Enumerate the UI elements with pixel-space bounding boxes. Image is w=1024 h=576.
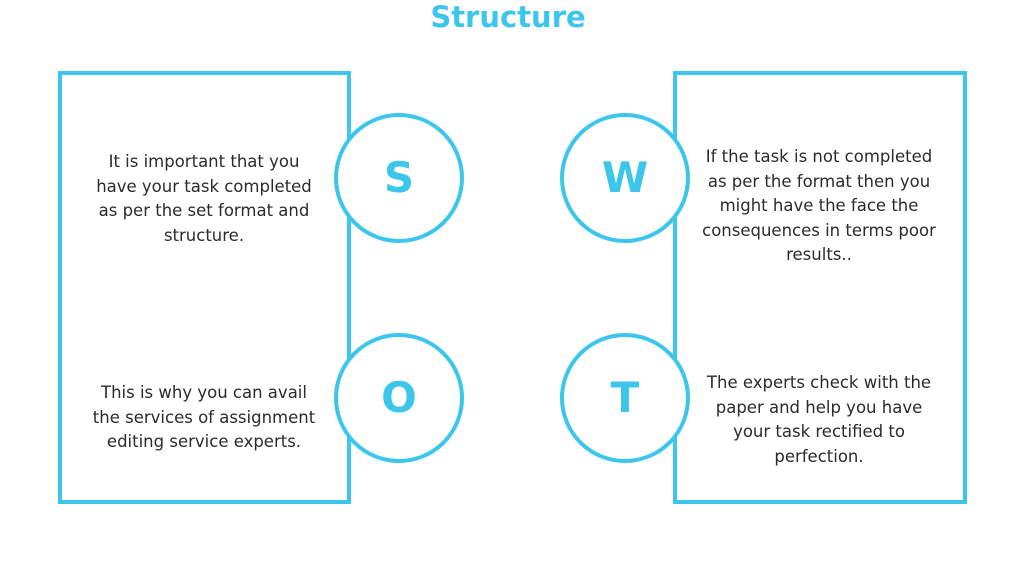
strength-circle: S (334, 113, 464, 243)
opportunity-text: This is why you can avail the services o… (92, 383, 316, 451)
weakness-letter: W (601, 153, 649, 202)
threat-letter: T (610, 373, 640, 422)
opportunity-letter: O (381, 373, 417, 422)
strength-letter: S (383, 153, 415, 202)
weakness-circle: W (560, 113, 690, 243)
left-panel (58, 71, 351, 504)
weakness-text: If the task is not completed as per the … (702, 147, 936, 264)
right-panel (673, 71, 967, 504)
threat-text: The experts check with the paper and hel… (706, 373, 932, 466)
page-title: Structure (430, 0, 586, 34)
threat-circle: T (560, 333, 690, 463)
strength-text: It is important that you have your task … (96, 152, 312, 245)
opportunity-circle: O (334, 333, 464, 463)
